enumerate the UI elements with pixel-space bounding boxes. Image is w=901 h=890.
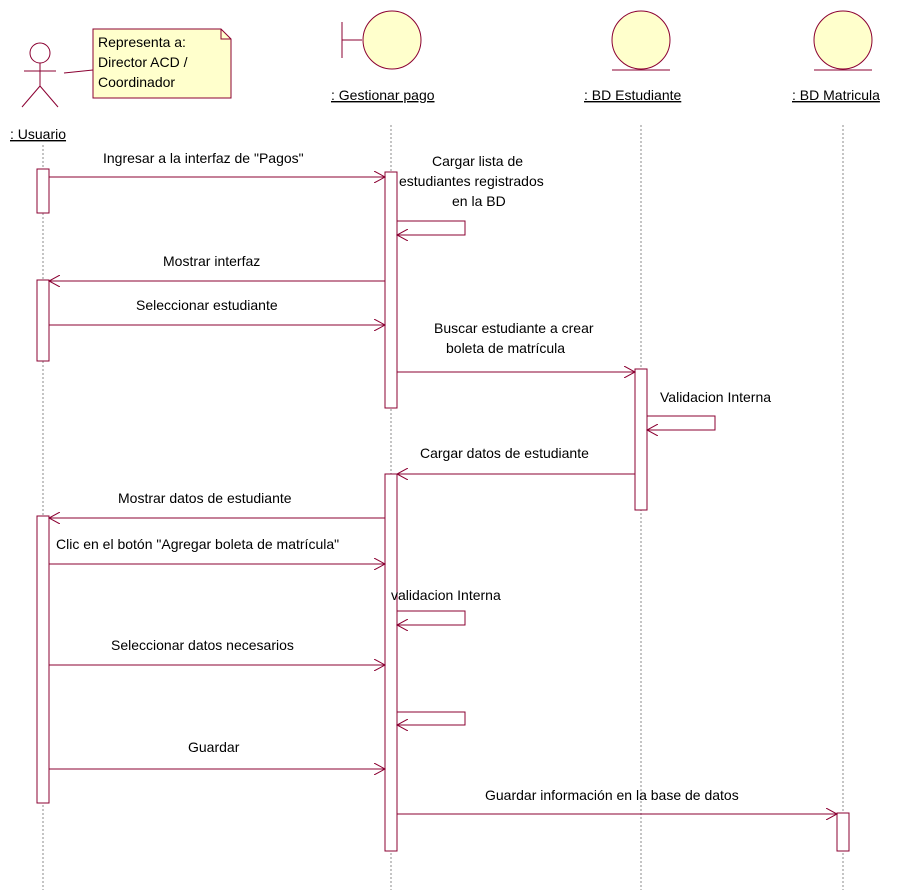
- bd-matricula-label: : BD Matricula: [792, 87, 880, 103]
- message-label: Guardar información en la base de datos: [485, 787, 739, 803]
- message-label: Ingresar a la interfaz de "Pagos": [103, 150, 304, 166]
- note-connector: [63, 69, 94, 74]
- activation-bar: [36, 515, 50, 804]
- message-label: en la BD: [452, 193, 506, 209]
- activation-bar: [634, 368, 648, 511]
- message-label: Mostrar datos de estudiante: [118, 490, 292, 506]
- activation-bar: [384, 473, 398, 852]
- message-label: Clic en el botón "Agregar boleta de matr…: [56, 536, 339, 552]
- message-label: Validacion Interna: [660, 389, 771, 405]
- message-label: Mostrar interfaz: [163, 253, 260, 269]
- note[interactable]: Representa a: Director ACD / Coordinador: [92, 28, 232, 99]
- message-label: Seleccionar datos necesarios: [111, 637, 294, 653]
- message-label: Seleccionar estudiante: [136, 297, 278, 313]
- message-label: Buscar estudiante a crear: [434, 320, 594, 336]
- message-label: Cargar lista de: [432, 153, 523, 169]
- note-line-2: Director ACD /: [98, 54, 188, 70]
- entity-icon[interactable]: [611, 10, 671, 71]
- activation-bar: [36, 168, 50, 214]
- activation-bar: [836, 812, 850, 852]
- bd-estudiante-label: : BD Estudiante: [584, 87, 681, 103]
- self-message-arrow: [397, 220, 466, 235]
- gestionar-label: : Gestionar pago: [331, 87, 435, 103]
- activation-bar: [36, 279, 50, 362]
- boundary-icon[interactable]: [341, 10, 422, 70]
- usuario-label: : Usuario: [10, 126, 66, 142]
- self-message-arrow: [397, 711, 466, 725]
- activation-bar: [384, 171, 398, 409]
- message-label: estudiantes registrados: [399, 173, 544, 189]
- note-line-3: Coordinador: [98, 74, 175, 90]
- self-message-arrow: [647, 415, 716, 430]
- actor-icon[interactable]: [21, 42, 59, 108]
- message-label: Cargar datos de estudiante: [420, 445, 589, 461]
- entity-icon[interactable]: [813, 10, 873, 71]
- message-label: Guardar: [188, 739, 240, 755]
- self-message-arrow: [397, 610, 466, 625]
- message-label: boleta de matrícula: [446, 340, 565, 356]
- message-label: validacion Interna: [391, 587, 501, 603]
- note-line-1: Representa a:: [98, 34, 186, 50]
